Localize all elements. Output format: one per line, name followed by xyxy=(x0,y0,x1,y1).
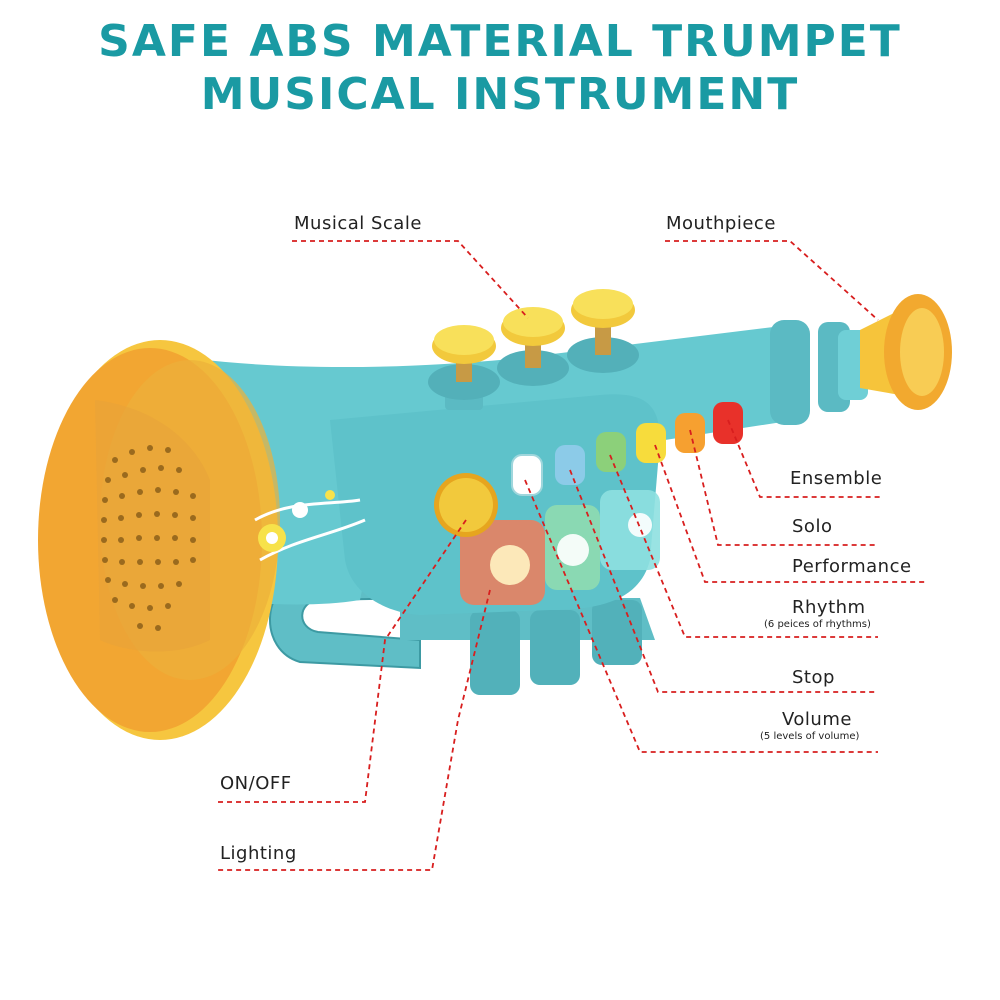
label-volume-note: (5 levels of volume) xyxy=(760,731,860,742)
label-musical-scale: Musical Scale xyxy=(294,213,422,234)
label-lighting: Lighting xyxy=(220,843,297,864)
label-solo: Solo xyxy=(792,516,833,537)
label-on-off: ON/OFF xyxy=(220,773,292,794)
label-volume: Volume xyxy=(782,709,852,730)
label-rhythm: Rhythm xyxy=(792,597,866,618)
label-ensemble: Ensemble xyxy=(790,468,883,489)
label-stop: Stop xyxy=(792,667,835,688)
label-mouthpiece: Mouthpiece xyxy=(666,213,776,234)
function-keys xyxy=(511,402,743,496)
page-title-line-2: MUSICAL INSTRUMENT xyxy=(200,69,800,120)
flower-decoration xyxy=(254,490,366,562)
speaker-grille xyxy=(101,445,196,631)
trumpet-bell xyxy=(38,340,366,740)
page-title-line-1: SAFE ABS MATERIAL TRUMPET xyxy=(98,16,902,67)
label-performance: Performance xyxy=(792,556,912,577)
valve-buttons xyxy=(428,289,639,410)
on-off-knob xyxy=(434,473,498,537)
leader-lines xyxy=(218,240,928,871)
label-rhythm-note: (6 peices of rhythms) xyxy=(764,619,871,630)
light-panel xyxy=(460,490,660,605)
